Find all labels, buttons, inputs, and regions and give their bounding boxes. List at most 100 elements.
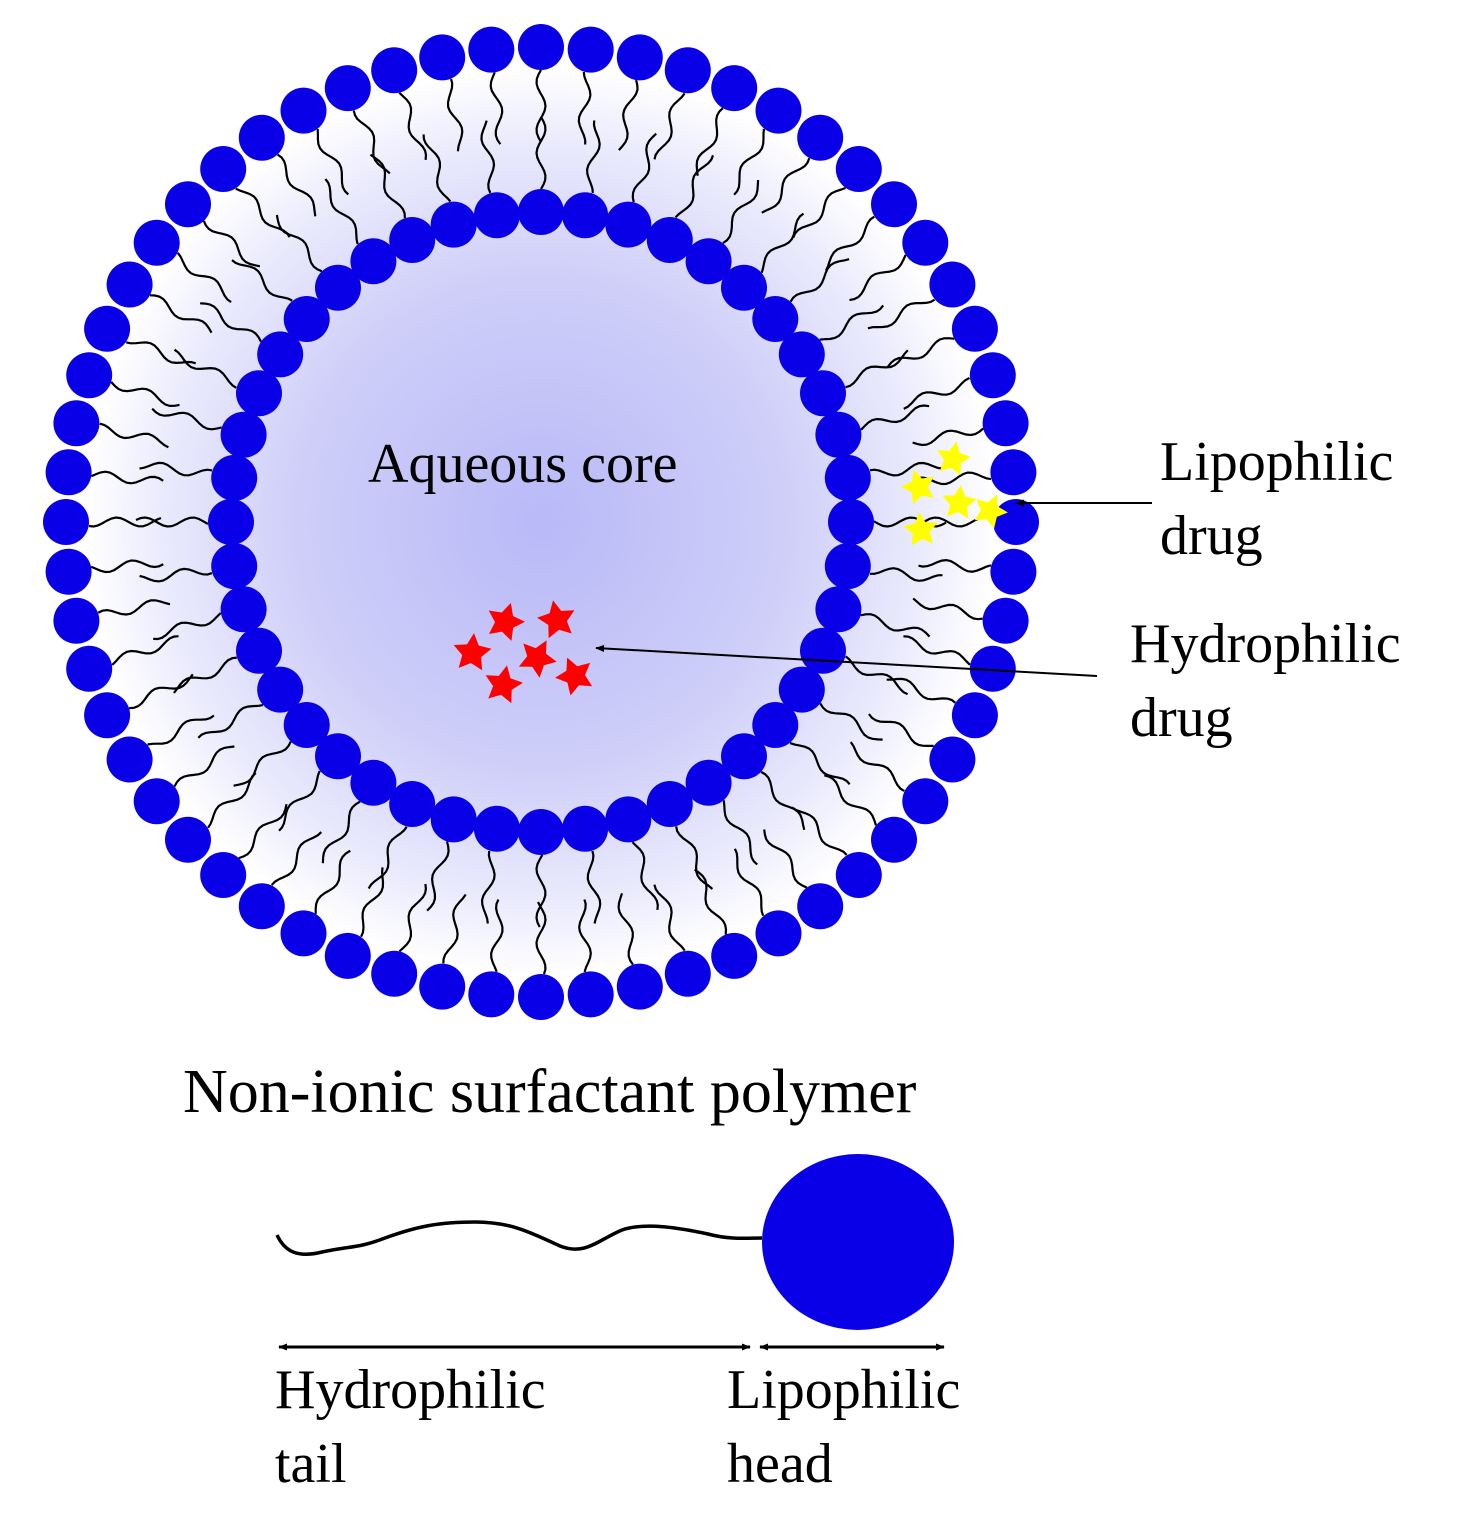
lipophilic-head-label-line2: head (727, 1433, 833, 1495)
outer-surfactant-tail (763, 829, 808, 889)
outer-surfactant-tail (202, 220, 261, 268)
inner-surfactant-head (315, 264, 361, 311)
inner-surfactant-tail (535, 854, 547, 928)
outer-surfactant-tail (733, 128, 765, 196)
inner-surfactant-head (389, 781, 436, 827)
outer-surfactant-tail (129, 673, 194, 710)
outer-surfactant-tail (792, 186, 846, 239)
outer-surfactant-tail (270, 831, 323, 886)
outer-surfactant-tail (618, 79, 639, 151)
outer-surfactant-head (324, 65, 371, 112)
inner-surfactant-head (518, 189, 564, 235)
outer-surfactant-head (419, 963, 466, 1010)
inner-surfactant-head (430, 796, 477, 843)
inner-surfactant-tail (586, 850, 602, 924)
inner-surfactant-head (605, 796, 652, 843)
inner-surfactant-tail (422, 134, 452, 203)
outer-surfactant-tail (490, 899, 504, 973)
outer-surfactant-tail (147, 714, 215, 746)
inner-surfactant-tail (275, 214, 323, 273)
outer-surfactant-head (929, 261, 976, 308)
inner-surfactant-head (389, 217, 436, 263)
inner-surfactant-head (685, 759, 732, 806)
hydrophilic-drug-pointer (595, 644, 1098, 677)
outer-surfactant-head (53, 597, 100, 644)
outer-surfactant-head (53, 400, 100, 447)
outer-surfactant-tail (912, 427, 984, 447)
lipophilic-drug-star (974, 494, 1008, 529)
outer-surfactant-tail (207, 772, 257, 829)
inner-surfactant-head (778, 666, 825, 713)
inner-surfactant-tail (278, 770, 321, 832)
outer-surfactant-tail (352, 110, 391, 175)
outer-surfactant-head (982, 597, 1029, 644)
outer-surfactant-head (902, 219, 949, 266)
aqueous-core-label: Aqueous core (368, 433, 677, 495)
surfactant-heads (43, 24, 1039, 1020)
outer-surfactant-head (133, 219, 180, 266)
lipophilic-head-label-line1: Lipophilic (727, 1359, 960, 1421)
outer-surfactant-tail (761, 157, 811, 214)
inner-surfactant-head (752, 296, 799, 342)
outer-surfactant-tail (111, 635, 179, 666)
polymer-head (762, 1154, 954, 1330)
outer-surfactant-tail (695, 107, 724, 176)
outer-surfactant-head (755, 910, 802, 957)
outer-surfactant-tail (535, 901, 547, 975)
outer-surfactant-tail (88, 516, 162, 528)
outer-surfactant-head (616, 34, 663, 81)
inner-surfactant-tail (819, 702, 883, 741)
outer-surfactant-tail (887, 337, 955, 368)
outer-surfactant-head (871, 816, 917, 863)
lipophilic-drug-star (903, 512, 938, 546)
outer-surfactant-head (567, 971, 614, 1018)
lipophilic-drug-star (942, 485, 977, 519)
outer-surfactant-head (711, 932, 758, 979)
outer-surfactant-head (616, 963, 663, 1010)
outer-surfactant-head (711, 65, 758, 112)
inner-surfactant-head (721, 264, 767, 311)
outer-surfactant-tail (617, 892, 634, 966)
outer-surfactant-tail (694, 868, 728, 935)
outer-surfactant-tail (446, 78, 464, 152)
inner-surfactant-head (646, 217, 693, 263)
inner-surfactant-head (562, 805, 609, 852)
inner-surfactant-tail (675, 826, 714, 890)
outer-surfactant-head (238, 114, 285, 161)
inner-surfactant-head (824, 454, 871, 501)
outer-surfactant-head (969, 645, 1016, 692)
outer-surfactant-tail (733, 848, 765, 917)
hydrophilic-tail-label-line1: Hydrophilic (275, 1359, 546, 1421)
outer-surfactant-head (835, 852, 882, 898)
lipophilic-drug-star (901, 469, 934, 504)
outer-surfactant-head (993, 499, 1039, 545)
hydrophilic-drug-star (485, 665, 523, 704)
inner-surfactant-head (220, 586, 267, 633)
outer-surfactant-head (106, 736, 153, 783)
polymer-tail (275, 1220, 763, 1257)
outer-surfactant-head (200, 146, 247, 192)
inner-surfactant-tail (760, 770, 806, 831)
inner-surfactant-head (800, 370, 846, 417)
outer-surfactant-head (567, 26, 614, 73)
hydrophilic-drug-label-line1: Hydrophilic (1130, 613, 1401, 675)
inner-surfactant-tail (674, 154, 715, 219)
inner-surfactant-tail (480, 120, 496, 194)
outer-surfactant-head (84, 305, 131, 352)
outer-surfactant-tail (360, 867, 385, 938)
outer-surfactant-tail (149, 294, 213, 334)
inner-surfactant-head (236, 627, 282, 674)
outer-surfactant-head (45, 449, 92, 496)
outer-surfactant-head (66, 645, 113, 692)
inner-surfactant-tail (153, 612, 222, 641)
aqueous-core (86, 67, 996, 977)
outer-surfactant-head (664, 950, 711, 997)
hydrophilic-drug-star (488, 602, 525, 641)
inner-surfactant-tail (173, 656, 237, 694)
inner-surfactant-head (257, 331, 304, 378)
inner-surfactant-tail (860, 613, 931, 638)
outer-surfactant-head (664, 47, 711, 94)
inner-surfactant-tail (760, 212, 805, 273)
outer-surfactant-head (982, 400, 1029, 447)
outer-surfactant-tail (653, 884, 686, 952)
